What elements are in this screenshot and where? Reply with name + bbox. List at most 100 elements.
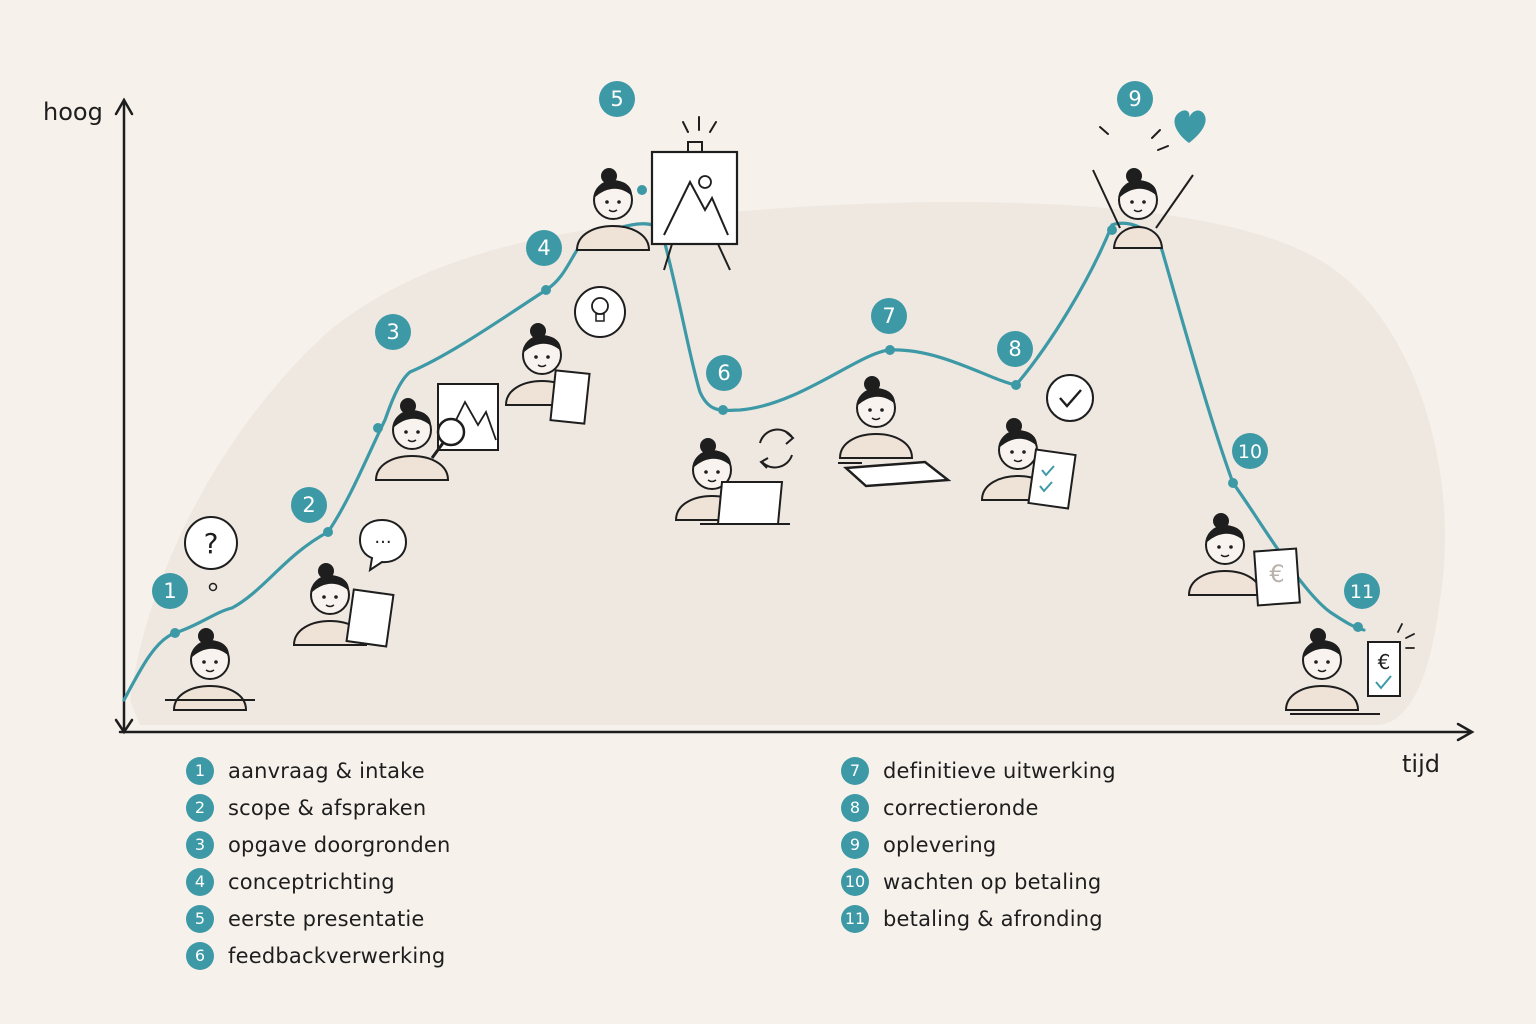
- legend-item: 5 eerste presentatie: [186, 900, 451, 937]
- legend-number: 7: [841, 756, 869, 785]
- stage-badges: 1 2 3 4 5 6 7 8 9 10 11: [152, 81, 1380, 609]
- legend-label: oplevering: [883, 832, 997, 857]
- stage-badge-number: 11: [1350, 581, 1374, 603]
- legend-label: opgave doorgronden: [228, 832, 451, 857]
- legend-number: 4: [186, 867, 214, 896]
- illustrations: ? ··· € €: [165, 110, 1415, 715]
- laptop-icon: [700, 481, 790, 525]
- y-axis-label: hoog: [43, 98, 103, 126]
- stage-badge-circle: [291, 487, 327, 523]
- legend-item: 4 conceptrichting: [186, 863, 451, 900]
- ellipsis: ···: [374, 532, 391, 553]
- stage-badge: 5: [599, 81, 635, 117]
- stage-badge: 3: [375, 314, 411, 350]
- curve-dots: [170, 185, 1363, 638]
- stage-badge: 7: [871, 298, 907, 334]
- curve-dot: [541, 285, 551, 295]
- stage-badge-circle: [526, 230, 562, 266]
- x-axis: [118, 722, 1475, 742]
- person-illustration: [374, 398, 450, 481]
- curve-dot: [170, 628, 180, 638]
- legend-number: 8: [841, 793, 869, 822]
- legend-number: 9: [841, 830, 869, 859]
- clipboard-icon: [345, 588, 395, 648]
- lightbulb-icon: [574, 286, 626, 338]
- stage-badge-number: 1: [163, 579, 176, 603]
- legend-item: 2 scope & afspraken: [186, 789, 451, 826]
- stage-badge-number: 7: [882, 304, 895, 328]
- curve-dot: [1353, 622, 1363, 632]
- stage-badge-number: 4: [537, 236, 550, 260]
- stage-badge-circle: [871, 298, 907, 334]
- stage-badge: 8: [997, 331, 1033, 367]
- person-illustration: [575, 168, 651, 251]
- person-illustration: [1092, 168, 1194, 249]
- stage-badge-circle: [375, 314, 411, 350]
- stage-badge-number: 9: [1128, 87, 1141, 111]
- curve-dot: [1228, 478, 1238, 488]
- stage-badge-circle: [1117, 81, 1153, 117]
- question-mark: ?: [204, 527, 219, 560]
- legend-label: wachten op betaling: [883, 869, 1102, 894]
- stage-badge-number: 10: [1238, 441, 1262, 463]
- paper-icon: [549, 369, 591, 425]
- stage-badge-number: 2: [302, 493, 315, 517]
- stage-badge: 11: [1344, 573, 1380, 609]
- person-illustration: [838, 376, 914, 459]
- legend-item: 9 oplevering: [841, 826, 1116, 863]
- legend-number: 6: [186, 941, 214, 970]
- stage-badge: 1: [152, 573, 188, 609]
- legend-number: 5: [186, 904, 214, 933]
- legend-item: 3 opgave doorgronden: [186, 826, 451, 863]
- curve-dot: [637, 185, 647, 195]
- x-axis-label: tijd: [1402, 750, 1440, 778]
- stage-badge-circle: [152, 573, 188, 609]
- speech-bubble-icon: ···: [358, 518, 408, 573]
- legend-number: 2: [186, 793, 214, 822]
- stage-badge-circle: [997, 331, 1033, 367]
- checkmark-bubble-icon: [1046, 374, 1094, 422]
- stage-badge-number: 8: [1008, 337, 1021, 361]
- legend-item: 11 betaling & afronding: [841, 900, 1116, 937]
- euro-paid-icon: €: [1367, 623, 1415, 697]
- person-illustration: [172, 628, 248, 711]
- easel-icon: [650, 116, 739, 271]
- stage-badge: 9: [1117, 81, 1153, 117]
- legend-label: aanvraag & intake: [228, 758, 425, 783]
- legend-number: 3: [186, 830, 214, 859]
- legend-number: 11: [841, 904, 869, 933]
- legend-label: feedbackverwerking: [228, 943, 446, 968]
- legend-label: betaling & afronding: [883, 906, 1103, 931]
- heart-icon: [1099, 110, 1206, 151]
- stage-badge-number: 6: [717, 361, 730, 385]
- legend-label: correctieronde: [883, 795, 1039, 820]
- cycle-arrows-icon: [759, 428, 795, 469]
- legend-item: 7 definitieve uitwerking: [841, 752, 1116, 789]
- stage-badge-number: 3: [386, 320, 399, 344]
- curve-dot: [373, 423, 383, 433]
- y-axis: [114, 97, 134, 735]
- question-bubble-icon: ?: [184, 516, 238, 592]
- stage-badge-circle: [1344, 573, 1380, 609]
- legend-label: definitieve uitwerking: [883, 758, 1116, 783]
- stage-badge: 2: [291, 487, 327, 523]
- stage-badge-circle: [599, 81, 635, 117]
- euro-symbol: €: [1269, 560, 1284, 588]
- legend-item: 6 feedbackverwerking: [186, 937, 451, 974]
- curve-dot: [1107, 225, 1117, 235]
- stage-badge-circle: [1232, 433, 1268, 469]
- person-illustration: [1284, 628, 1360, 711]
- legend-label: scope & afspraken: [228, 795, 427, 820]
- person-illustration: [1187, 513, 1263, 596]
- stage-badge: 4: [526, 230, 562, 266]
- curve-dot: [1011, 380, 1021, 390]
- legend-label: conceptrichting: [228, 869, 395, 894]
- drawing-tablet-icon: [838, 460, 952, 488]
- curve-dot: [323, 527, 333, 537]
- legend-label: eerste presentatie: [228, 906, 425, 931]
- stage-badge-circle: [706, 355, 742, 391]
